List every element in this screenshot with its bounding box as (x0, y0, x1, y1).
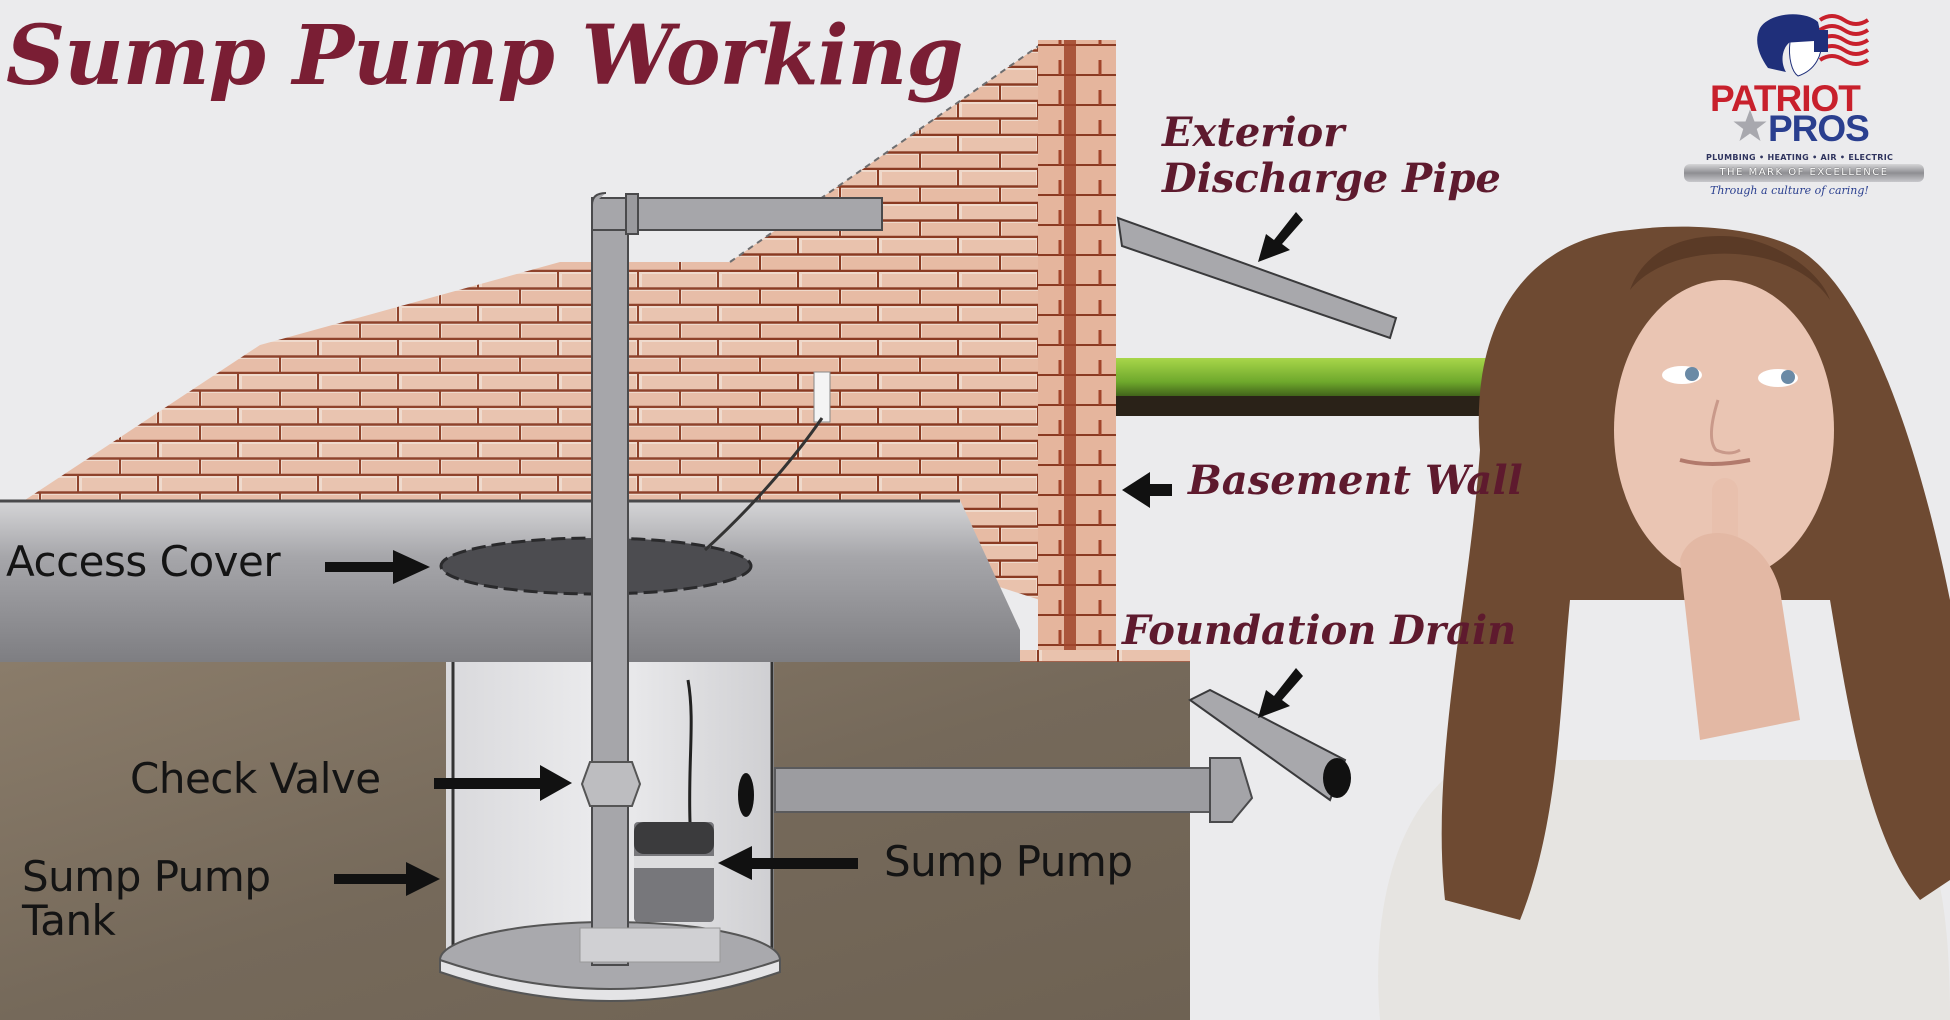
logo-services: PLUMBING • HEATING • AIR • ELECTRIC (1706, 153, 1894, 162)
logo-tagline: Through a culture of caring! (1710, 184, 1869, 197)
discharge-pipe (591, 192, 883, 966)
label-basement-wall: Basement Wall (1188, 457, 1523, 504)
patriot-mascot-icon (1757, 14, 1870, 77)
basement-wall (1038, 40, 1116, 680)
patriot-pros-logo: PATRIOT PROS PLUMBING • HEATING • AIR • … (1680, 10, 1940, 200)
logo-slogan: THE MARK OF EXCELLENCE (1684, 164, 1924, 182)
power-cord (703, 371, 831, 552)
foundation-drain-pipe (1188, 688, 1351, 802)
drain-fitting (1209, 757, 1254, 823)
check-valve (580, 761, 642, 807)
brand-line-2: PROS (1768, 108, 1870, 149)
thinking-woman-photo (1378, 226, 1950, 1020)
label-check-valve: Check Valve (130, 754, 381, 803)
side-brick-wall (729, 44, 1041, 600)
label-access-cover: Access Cover (6, 537, 281, 586)
sump-pump-unit (579, 679, 721, 963)
back-brick-wall (25, 262, 730, 500)
label-line: Exterior (1162, 109, 1345, 156)
drain-pipe-horizontal (774, 767, 1226, 813)
label-line: Discharge Pipe (1162, 155, 1501, 202)
label-sump-pump: Sump Pump (884, 837, 1133, 886)
grass (1116, 358, 1501, 416)
brand-line-1: PATRIOT (1710, 78, 1861, 119)
label-exterior-discharge-pipe: Exterior Discharge Pipe (1162, 110, 1501, 202)
label-sump-pump-tank: Sump Pump Tank (22, 852, 271, 946)
label-line: Tank (22, 896, 116, 946)
star-icon (1733, 109, 1767, 141)
label-foundation-drain: Foundation Drain (1122, 607, 1517, 654)
arrows (325, 212, 1303, 896)
exterior-discharge-pipe (1116, 216, 1398, 340)
page-title: Sump Pump Working (6, 8, 964, 104)
label-line: Sump Pump (22, 852, 271, 901)
